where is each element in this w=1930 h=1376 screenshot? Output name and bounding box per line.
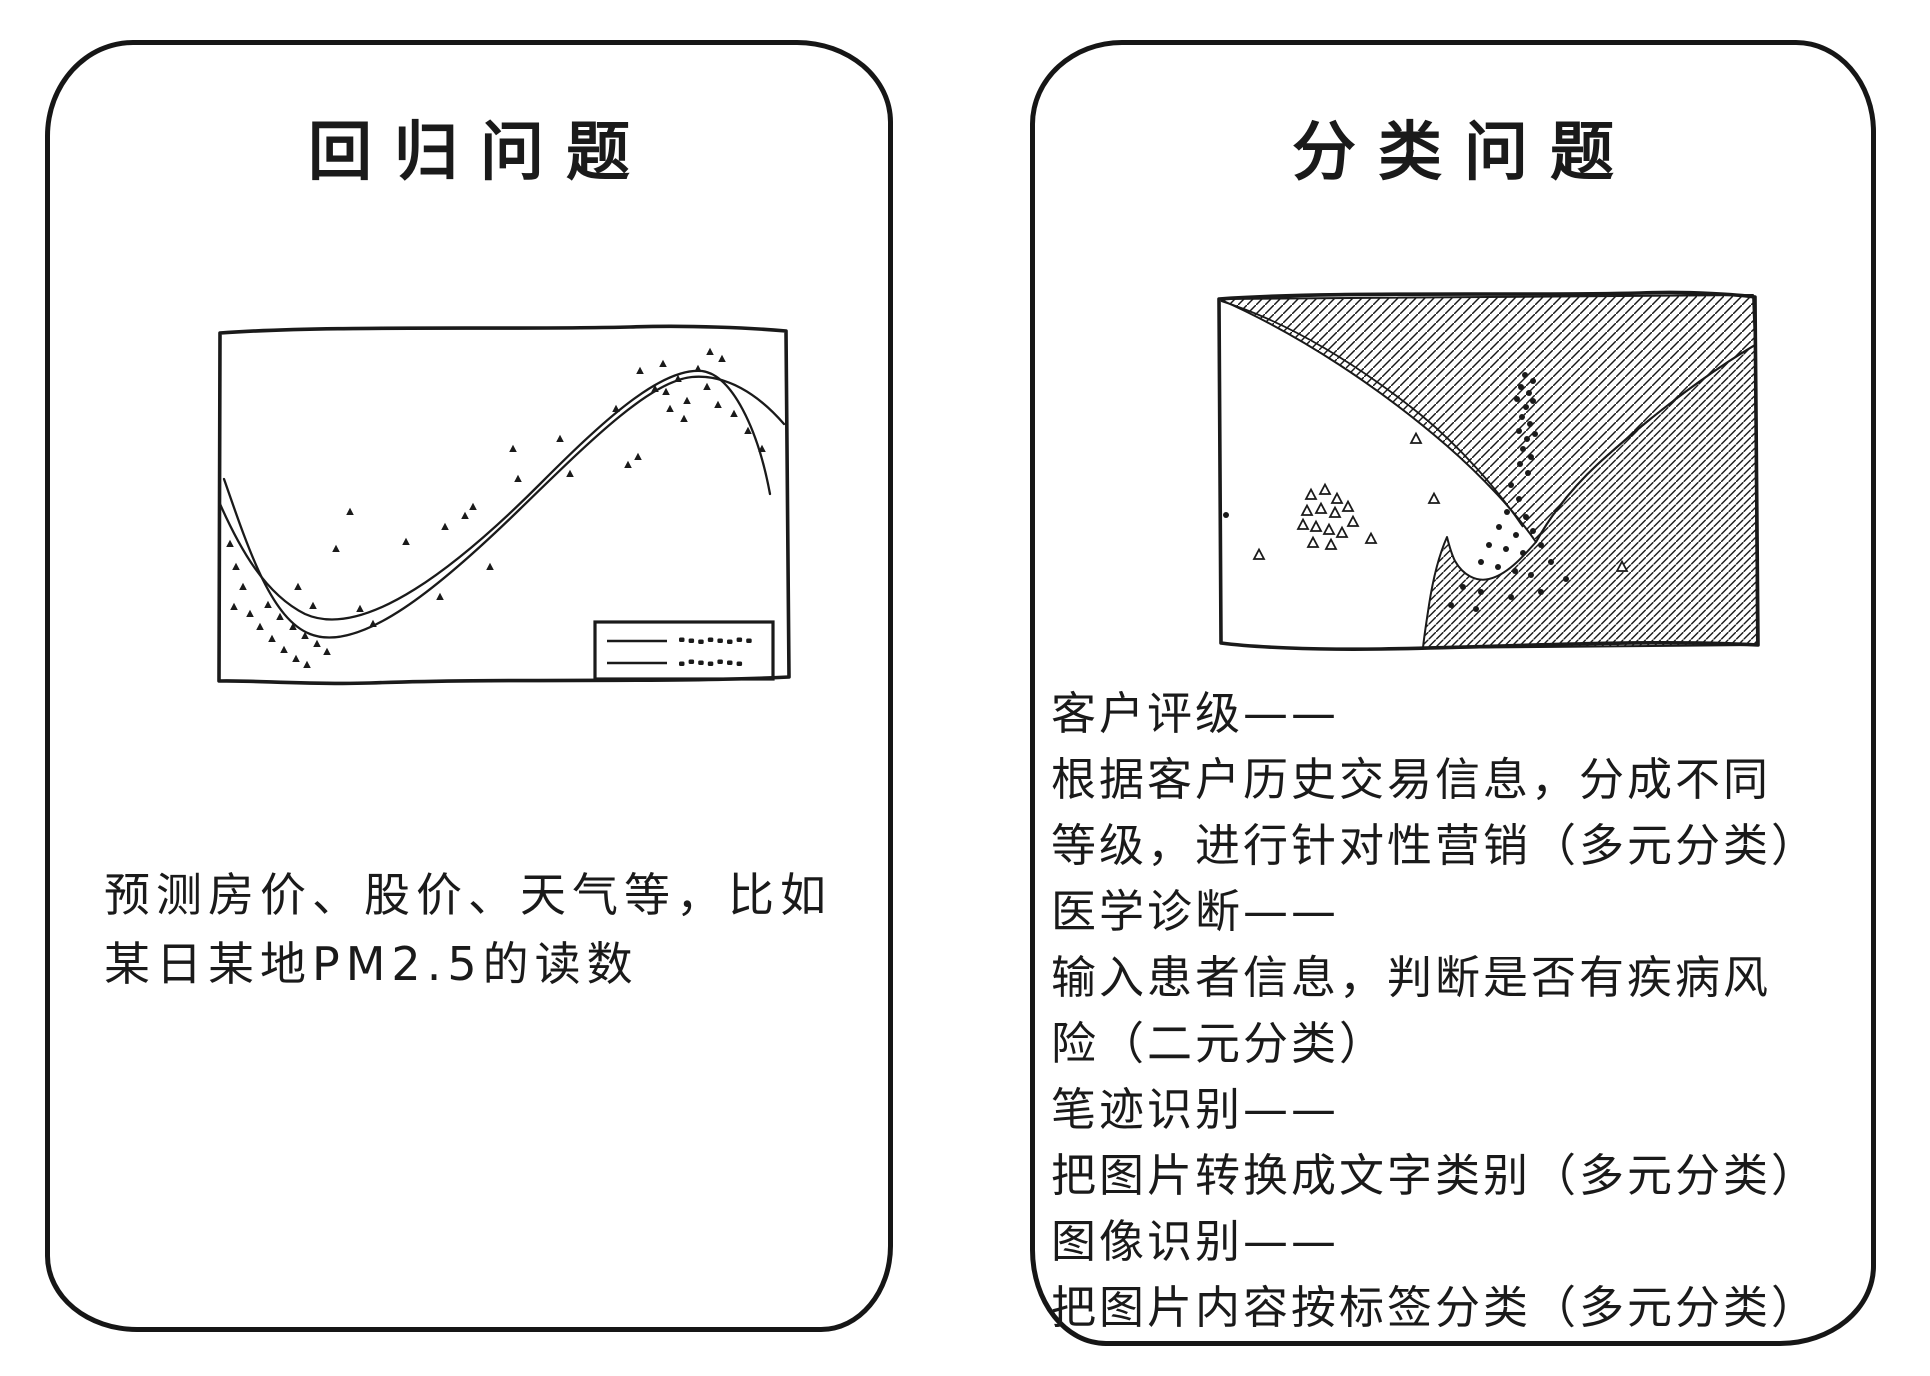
legend-scribble-mark (707, 637, 714, 642)
legend-scribble-mark (688, 638, 695, 643)
regression-scatter-plot (210, 319, 795, 691)
legend-scribble-mark (707, 661, 714, 666)
use-case-line: 把图片转换成文字类别（多元分类） (1051, 1149, 1820, 1202)
classification-region-plot (1211, 287, 1763, 659)
classification-card: 分类问题 客户评级—— 根据客户历史交易信息，分成不同 等级，进行针对性营销（多… (1030, 40, 1876, 1346)
decision-boundary-line (1220, 300, 1524, 528)
use-case-line: 根据客户历史交易信息，分成不同 (1051, 753, 1772, 806)
legend-scribble-mark (688, 659, 695, 664)
classification-use-cases: 客户评级—— 根据客户历史交易信息，分成不同 等级，进行针对性营销（多元分类） … (1051, 681, 1863, 1341)
use-case-line: 把图片内容按标签分类（多元分类） (1051, 1281, 1820, 1334)
legend-scribble-mark (717, 638, 723, 643)
use-case-line: 输入患者信息，判断是否有疾病风 (1051, 951, 1772, 1004)
regression-description: 预测房价、股价、天气等，比如 某日某地PM2.5的读数 (104, 861, 832, 999)
legend-scribble-mark (698, 639, 704, 644)
classification-card-title: 分类问题 (1292, 116, 1636, 190)
legend-scribble-mark (736, 637, 743, 642)
use-case-line: 险（二元分类） (1051, 1017, 1388, 1070)
legend-scribble-mark (727, 639, 733, 644)
legend-scribble-mark (698, 660, 704, 665)
legend-scribble-mark (679, 661, 685, 666)
plot-frame (1217, 290, 1760, 651)
classification-region-svg (1217, 290, 1760, 651)
class-filled-dot-points (1223, 372, 1569, 612)
use-case-line: 笔迹识别—— (1051, 1083, 1340, 1136)
description-line: 预测房价、股价、天气等，比如 (104, 868, 832, 922)
legend-scribble-mark (717, 659, 723, 664)
fit-curves (218, 369, 786, 639)
regression-card-title: 回归问题 (308, 116, 652, 190)
plot-legend (593, 620, 775, 681)
class-open-triangle-points (1252, 431, 1629, 572)
regression-card: 回归问题 预测房价、股价、天气等，比如 某日某地PM2.5的读数 (45, 40, 893, 1332)
regression-scatter-svg (217, 324, 791, 686)
plot-frame (217, 324, 791, 686)
use-case-line: 图像识别—— (1051, 1215, 1340, 1268)
use-case-line: 客户评级—— (1051, 687, 1340, 740)
hatched-region-right (1422, 344, 1758, 649)
legend-scribble-mark (679, 637, 685, 642)
use-case-line: 等级，进行针对性营销（多元分类） (1051, 819, 1820, 872)
scatter-points (226, 347, 766, 668)
legend-scribble-mark (746, 638, 752, 643)
legend-scribble-mark (736, 661, 743, 666)
use-case-line: 医学诊断—— (1051, 885, 1340, 938)
legend-scribble-mark (727, 660, 733, 665)
description-line: 某日某地PM2.5的读数 (104, 937, 639, 991)
